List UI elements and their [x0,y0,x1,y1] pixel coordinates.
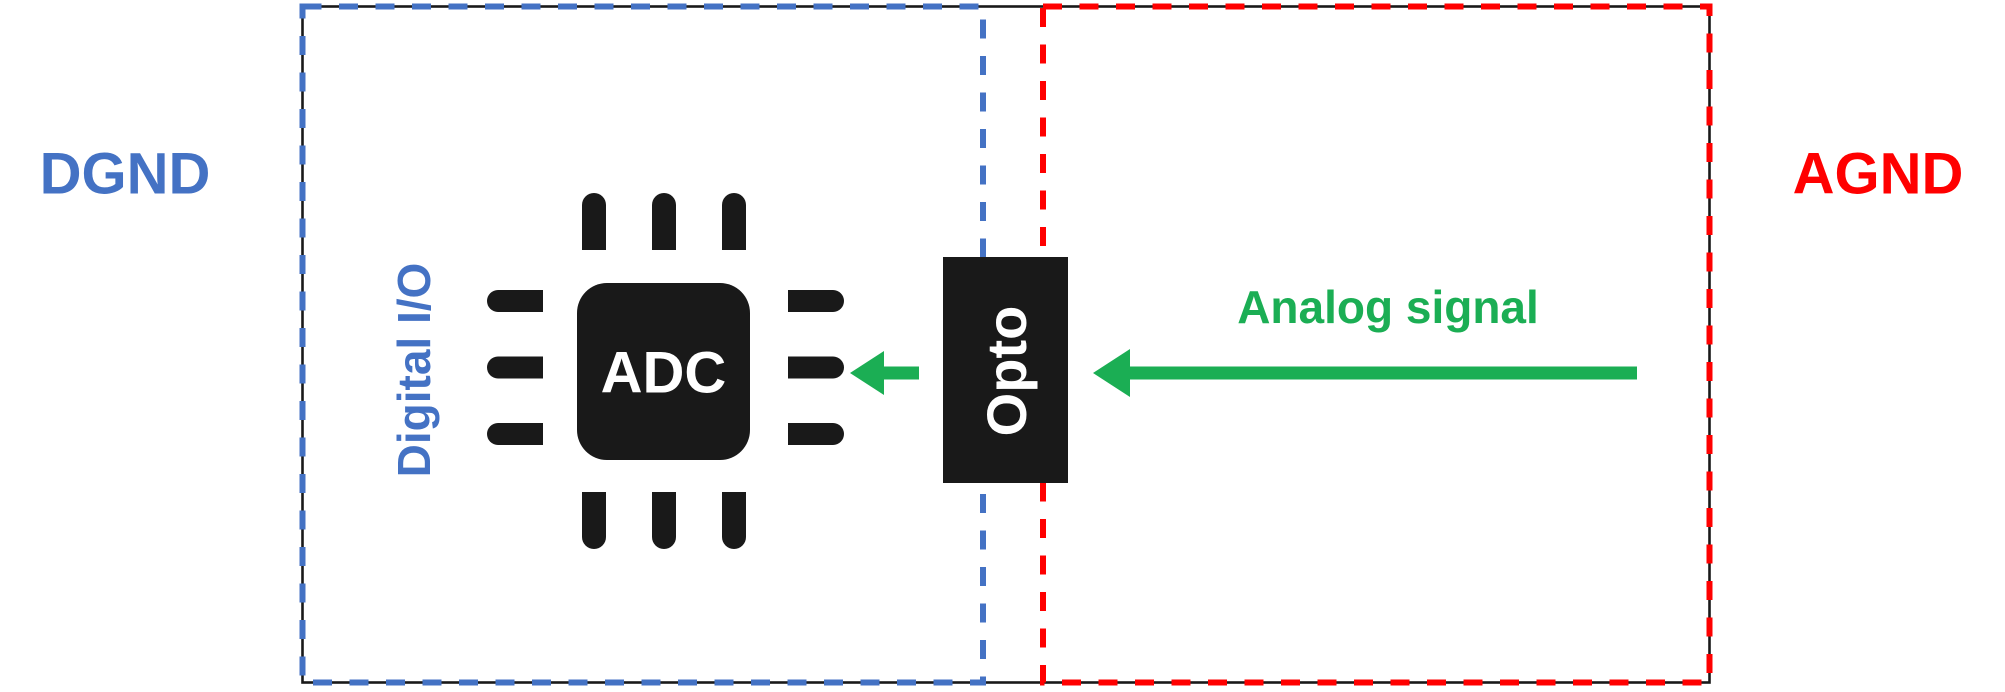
chip-pin [652,193,676,250]
chip-body [577,283,750,460]
digital-domain-box [299,3,986,686]
chip-pin [582,492,606,549]
isolated-signal-arrow [850,351,919,395]
opto-isolator-block: Opto [943,257,1068,483]
chip-pin [487,290,543,312]
analog-domain-box [1040,3,1713,686]
chip-pin [722,193,746,250]
chip-pin [582,193,606,250]
chip-pin [652,492,676,549]
chip-pin [487,356,543,379]
microchip-icon: ADC [487,193,844,549]
chip-pin [722,492,746,549]
opto-label: Opto [975,306,1038,437]
agnd-label: AGND [1793,142,1964,207]
chip-pin [788,290,844,312]
digital-io-label: Digital I/O [388,263,440,478]
analog-signal-label: Analog signal [1237,281,1539,333]
analog-signal-arrow [1093,349,1637,397]
dgnd-label: DGND [40,142,211,207]
opto-body [943,257,1068,483]
chip-pin [788,423,844,445]
adc-label: ADC [601,341,727,406]
chip-pin [788,356,844,379]
chip-pin [487,423,543,445]
